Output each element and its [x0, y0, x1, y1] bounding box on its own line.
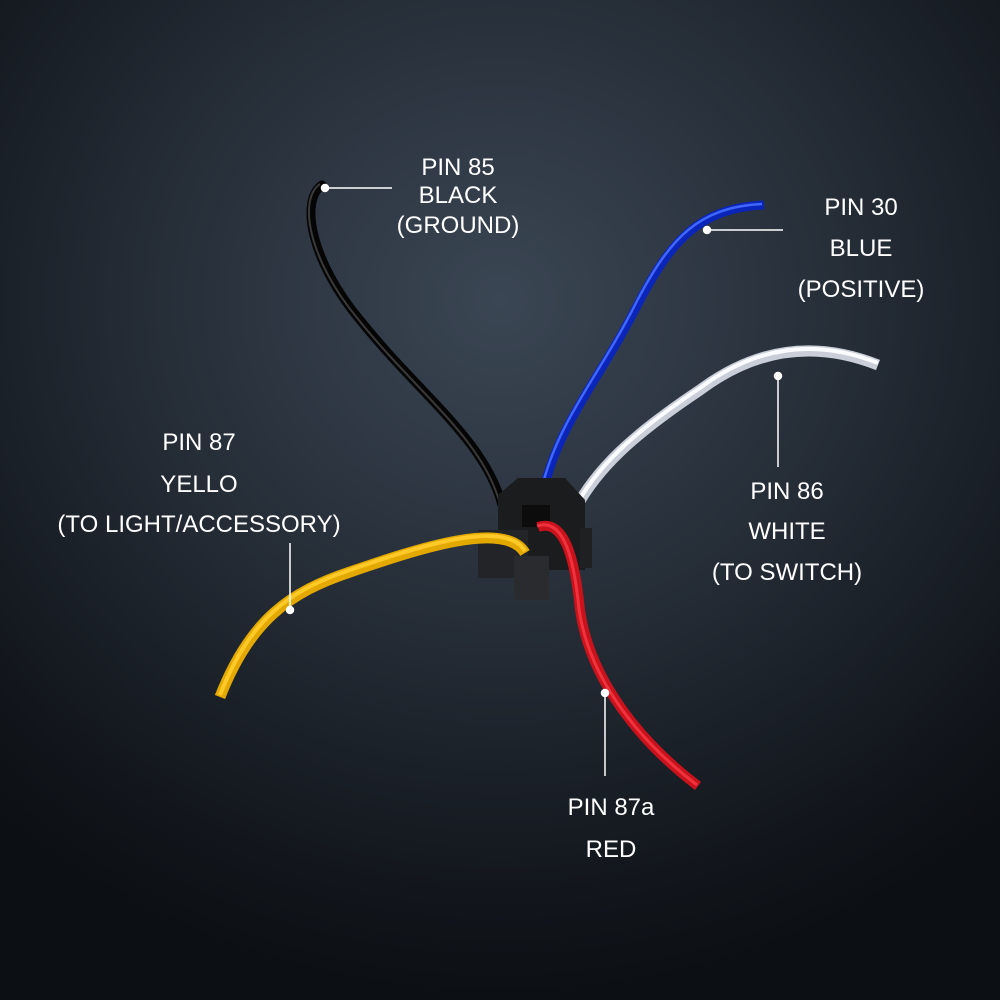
wire-color: RED	[585, 836, 637, 863]
wire-color: WHITE	[748, 518, 826, 545]
wire-role: (GROUND)	[396, 212, 520, 239]
leader-lines	[285, 183, 783, 776]
pin-number: PIN 30	[824, 194, 898, 221]
wire-role: (TO SWITCH)	[711, 559, 863, 586]
wire-role: (TO LIGHT/ACCESSORY)	[57, 511, 341, 538]
wire-color: BLUE	[829, 235, 893, 262]
white-wire	[562, 345, 881, 528]
pin-number: PIN 86	[750, 478, 824, 505]
blue-wire	[538, 200, 765, 494]
wire-color: YELLO	[160, 471, 238, 498]
pin-number: PIN 87a	[567, 794, 655, 821]
wire-role: (POSITIVE)	[797, 276, 925, 303]
pin-number: PIN 87	[162, 429, 236, 456]
wire-color: BLACK	[418, 182, 498, 209]
pin-number: PIN 85	[421, 154, 495, 181]
